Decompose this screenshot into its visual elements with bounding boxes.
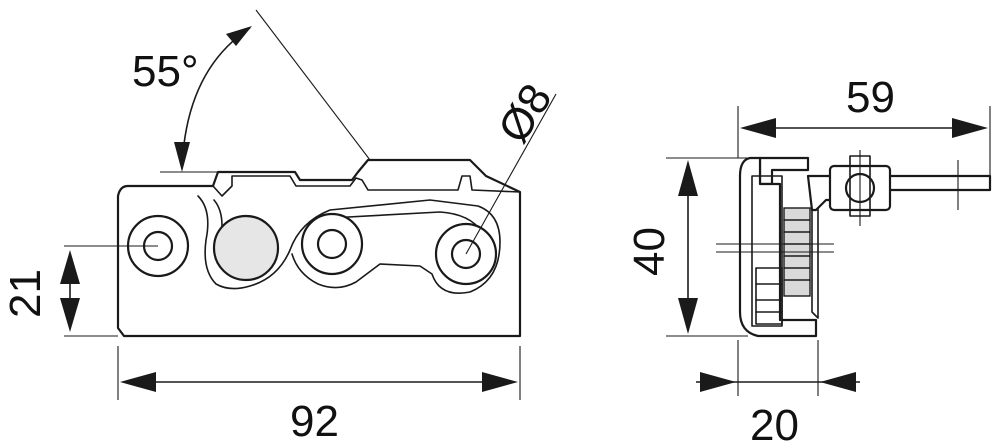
side-bracket-outline [758,156,810,186]
overall-width-label: 92 [290,397,339,446]
hole-center-large [212,214,280,282]
angle-dimension: 55° [132,26,252,172]
top-notch-left [212,175,521,197]
side-length-label: 59 [846,73,895,122]
hole-height-label: 21 [1,269,50,318]
side-length-dimension: 59 [740,73,988,138]
side-depth-dimension: 20 [696,372,860,446]
angle-label: 55° [132,47,199,96]
side-extension-lines [666,106,991,396]
side-view [716,150,992,338]
front-view [116,158,522,338]
hole-height-dimension: 21 [1,250,80,332]
side-depth-label: 20 [750,401,799,446]
lever-outline [197,195,501,294]
side-body-outline [738,156,818,338]
lower-latch-block [755,267,783,325]
overall-width-dimension: 92 [120,372,518,446]
side-inner-plate [751,175,783,327]
side-right-plate [811,195,819,319]
diameter-dimension: Ø8 [489,76,562,152]
front-extension-lines [64,9,557,400]
diameter-label: Ø8 [489,76,562,152]
side-height-label: 40 [625,227,674,276]
side-height-dimension: 40 [625,160,698,334]
hole-mid-inner [316,228,348,260]
